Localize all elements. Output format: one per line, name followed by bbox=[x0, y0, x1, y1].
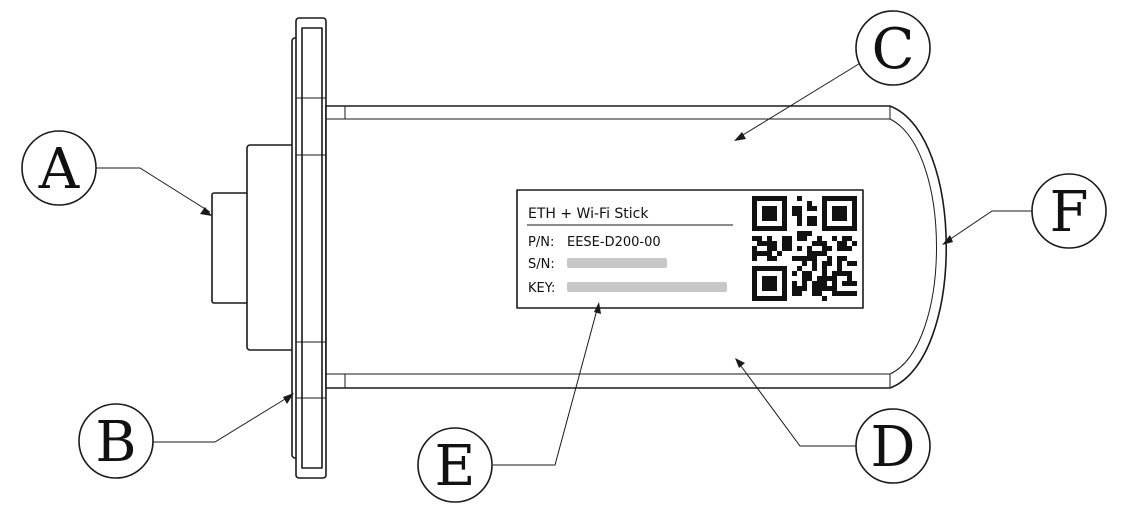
label-sn-redacted bbox=[567, 258, 667, 268]
product-label: ETH + Wi-Fi Stick P/N: EESE-D200-00 S/N:… bbox=[516, 189, 864, 309]
callout-F: F bbox=[1031, 173, 1107, 249]
label-pn-value: EESE-D200-00 bbox=[567, 235, 661, 250]
callout-D: D bbox=[855, 408, 931, 484]
callout-F-letter: F bbox=[1050, 180, 1089, 245]
callout-A: A bbox=[21, 130, 97, 206]
qr-code-icon bbox=[752, 196, 857, 301]
label-key-key: KEY: bbox=[528, 281, 555, 296]
connector bbox=[211, 144, 296, 351]
label-pn-key: P/N: bbox=[528, 235, 554, 250]
label-title: ETH + Wi-Fi Stick bbox=[528, 206, 649, 222]
callout-B-letter: B bbox=[95, 410, 136, 475]
callout-B: B bbox=[78, 403, 154, 479]
label-sn-key: S/N: bbox=[528, 257, 555, 272]
callout-D-letter: D bbox=[871, 415, 916, 480]
mounting-flange bbox=[291, 17, 327, 479]
callout-E-letter: E bbox=[435, 434, 476, 499]
label-key-redacted bbox=[567, 282, 727, 292]
callout-E: E bbox=[417, 427, 493, 503]
leader-lines bbox=[96, 61, 1032, 466]
callout-C-letter: C bbox=[872, 17, 915, 82]
callout-C: C bbox=[855, 10, 931, 86]
callout-A-letter: A bbox=[38, 137, 80, 202]
